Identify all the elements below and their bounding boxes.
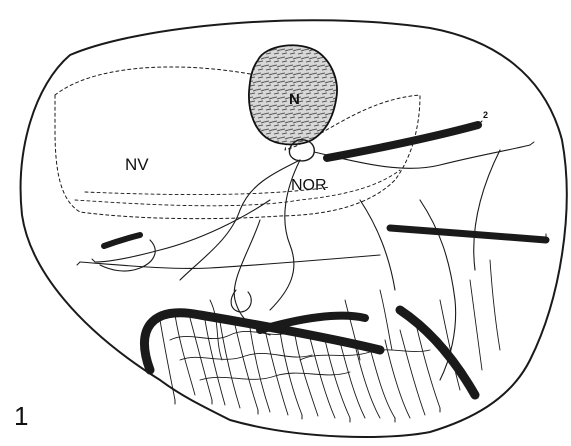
- nucleus-label: N: [289, 91, 300, 108]
- vacuole-inner-boundary: [75, 170, 400, 206]
- figure-number-label: 1: [14, 401, 28, 431]
- chromosome-right: [390, 228, 546, 240]
- chromosome-bottom-arc: [144, 313, 380, 370]
- chromosome-bottom-right: [400, 310, 475, 395]
- vacuole-boundary: [55, 67, 420, 219]
- nucleolar-organizer-label: NOR: [291, 177, 327, 194]
- chromosome-number-label: 2: [483, 110, 488, 120]
- nucleolar-vacuole-label: NV: [125, 155, 149, 174]
- chromosome-top-right: [327, 125, 478, 158]
- chromosome-left: [104, 235, 140, 246]
